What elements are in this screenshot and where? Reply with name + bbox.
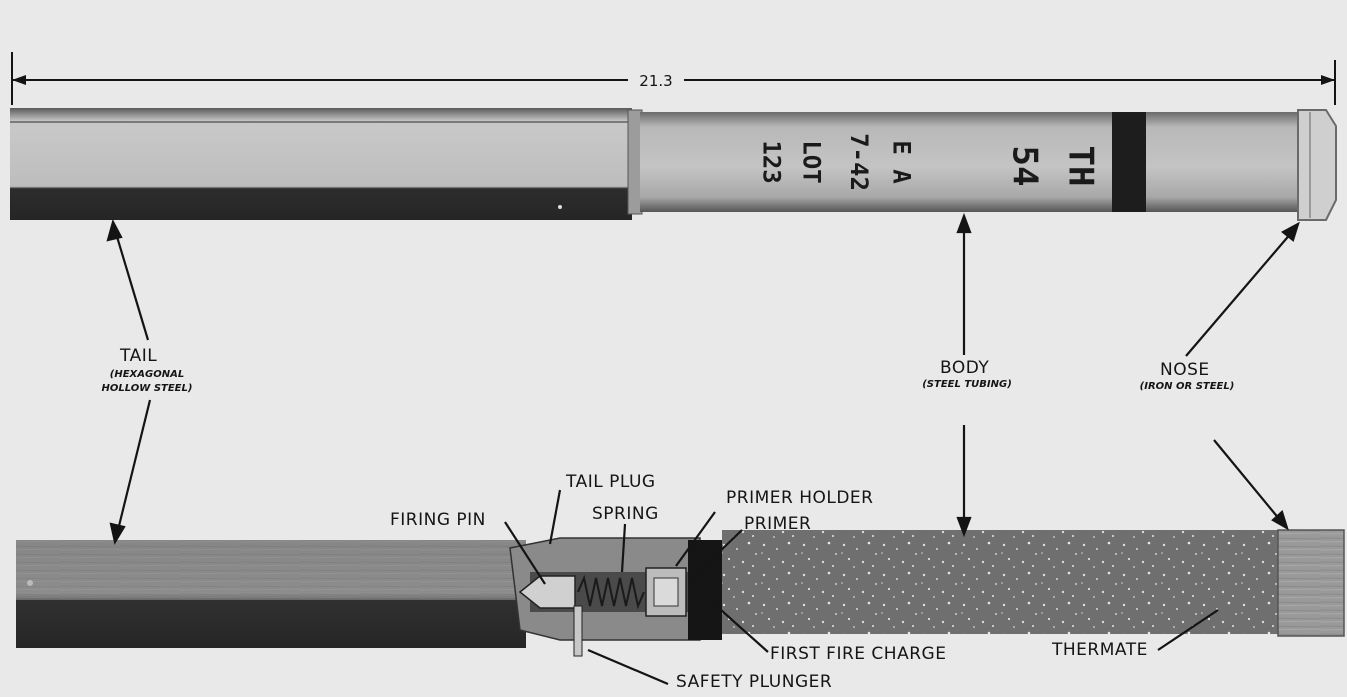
label-body: BODY [940, 358, 990, 378]
firing-pin-shape [518, 575, 576, 609]
marking-54: 54 [1004, 145, 1045, 187]
leader-lines [106, 212, 1300, 686]
label-primer: PRIMER [744, 514, 812, 534]
label-safety-plunger: SAFETY PLUNGER [676, 672, 833, 692]
cutaway-nose [1277, 529, 1345, 637]
label-thermate: THERMATE [1052, 640, 1148, 660]
cutaway-view [16, 529, 1345, 657]
marking-ea: E A [887, 140, 916, 184]
spring-shape [577, 574, 645, 610]
safety-plunger-shape [573, 605, 583, 657]
label-tail: TAIL [120, 346, 158, 366]
marking-lot: LOT [797, 140, 826, 184]
marking-lot-number: 123 [757, 140, 786, 184]
marking-date: 7-42 [844, 133, 873, 191]
label-tail-sub-1: (HEXAGONAL [109, 369, 185, 380]
first-fire-charge-shape [688, 540, 752, 640]
marking-th: TH [1060, 145, 1101, 187]
label-first-fire-charge: FIRST FIRE CHARGE [770, 644, 947, 664]
exterior-tail [10, 108, 632, 220]
label-spring: SPRING [592, 504, 659, 524]
exterior-view [10, 108, 1337, 221]
label-firing-pin: FIRING PIN [390, 510, 486, 530]
dimension-label: 21.3 [628, 72, 684, 90]
label-body-sub: (STEEL TUBING) [922, 379, 1012, 390]
label-primer-holder: PRIMER HOLDER [726, 488, 874, 508]
label-tail-sub-2: HOLLOW STEEL) [101, 383, 193, 394]
exterior-body [640, 112, 1302, 212]
label-nose: NOSE [1160, 360, 1210, 380]
label-tail-plug: TAIL PLUG [566, 472, 656, 492]
label-nose-sub: (IRON OR STEEL) [1139, 381, 1235, 392]
exterior-nose [1297, 109, 1337, 221]
exterior-band [1112, 112, 1146, 212]
exterior-coupling [627, 109, 643, 215]
